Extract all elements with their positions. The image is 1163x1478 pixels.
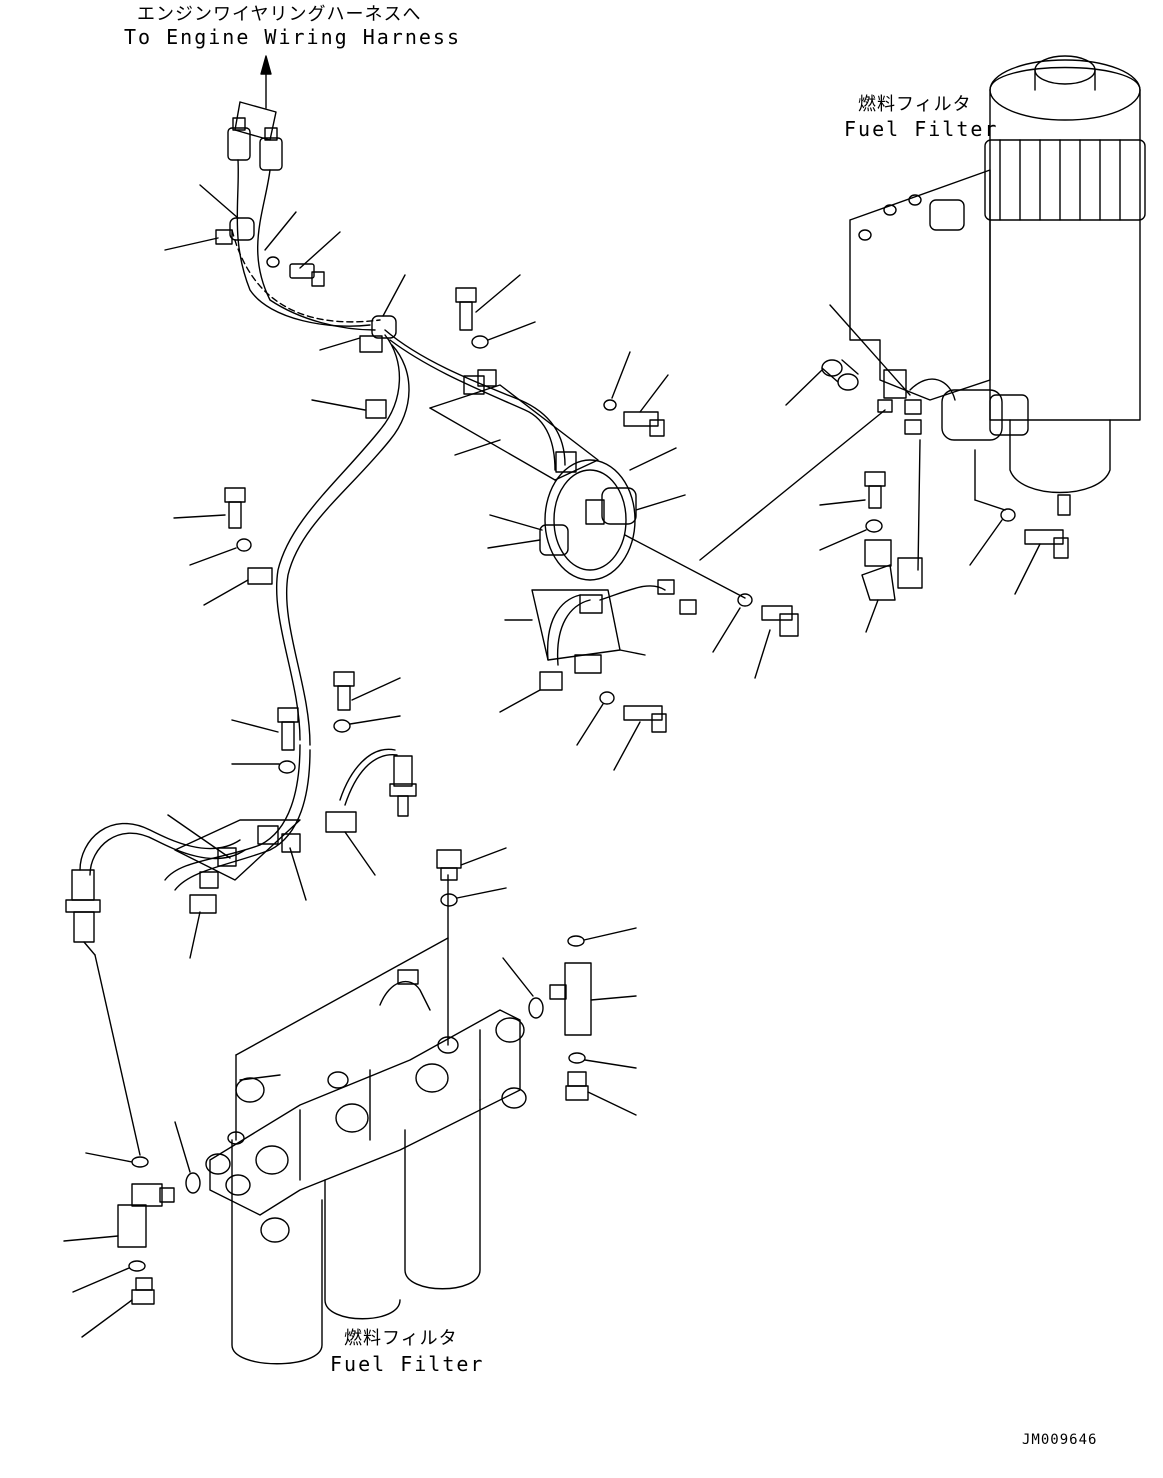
bolt-washer-far-right [819, 471, 1069, 633]
fuel-filter-top-label-en: Fuel Filter [844, 117, 999, 141]
fuel-filter-top [829, 55, 1146, 516]
plug-top [436, 847, 507, 907]
clamp-mid-1 [319, 274, 406, 353]
bolt-washer-left-1 [173, 487, 273, 606]
bolt-washer-center-right [603, 351, 669, 437]
fuel-filter-bottom [205, 969, 527, 1365]
engine-harness-label-en: To Engine Wiring Harness [124, 25, 461, 49]
clamp-top [164, 184, 255, 251]
harness-arrow [260, 55, 272, 109]
fitting-right [502, 927, 637, 1116]
loop-clamp [487, 447, 686, 581]
fitting-left [63, 1121, 201, 1338]
sensor-mid [325, 748, 417, 876]
connector-group-center [499, 579, 697, 771]
wiring-cluster-left [79, 744, 311, 959]
clamp-mid-2 [311, 399, 387, 419]
fuel-filter-bottom-label-jp: 燃料フィルタ [344, 1328, 458, 1349]
bolt-washer-top [264, 211, 341, 287]
top-connectors [227, 101, 381, 331]
bolt-washer-mid [455, 274, 536, 349]
callout-box-center [429, 384, 599, 481]
fuel-filter-top-label-jp: 燃料フィルタ [858, 94, 972, 115]
sensor-left [65, 869, 101, 956]
spacer-right [785, 359, 893, 413]
leader-lines [94, 409, 921, 1156]
bolt-washer-left-2 [231, 671, 401, 774]
wire-run-upper [275, 329, 566, 746]
drawing-code: JM009646 [1022, 1432, 1098, 1448]
bolt-washer-right [712, 593, 799, 679]
fuel-filter-bottom-label-en: Fuel Filter [330, 1352, 485, 1376]
engine-harness-label-jp: エンジンワイヤリングハーネスへ [137, 4, 422, 25]
